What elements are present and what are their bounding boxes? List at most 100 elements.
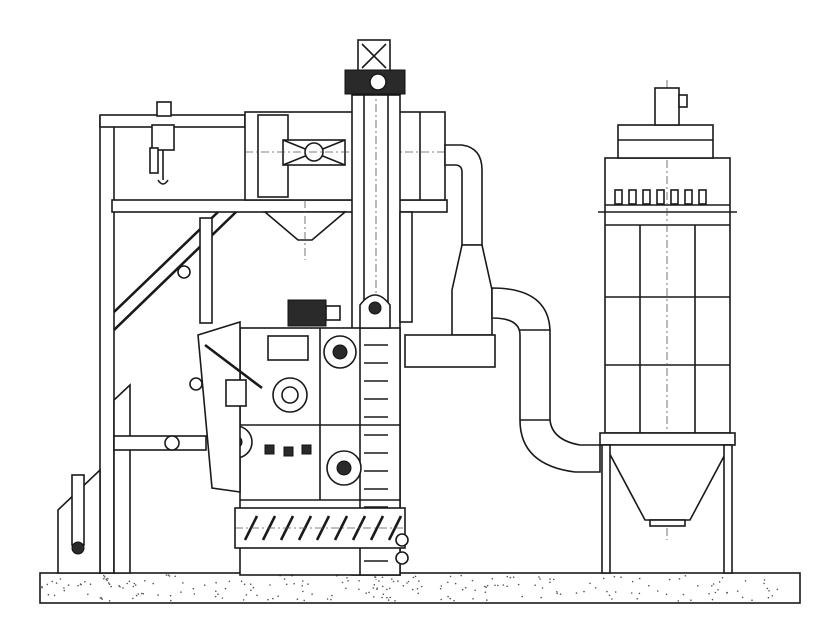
slab-texture-dot	[55, 582, 58, 584]
slab-texture-dot	[242, 599, 245, 601]
slab-texture-dot	[103, 574, 105, 577]
slab-texture-dot	[381, 576, 384, 579]
slab-texture-dot	[711, 585, 713, 587]
slab-texture-dot	[302, 590, 304, 593]
slab-texture-dot	[243, 583, 246, 586]
slab-texture-dot	[412, 588, 414, 591]
slab-texture-dot	[414, 575, 417, 578]
slab-texture-dot	[228, 580, 231, 583]
slab-texture-dot	[502, 584, 505, 586]
slab-texture-dot	[461, 588, 464, 591]
separator-hopper	[262, 200, 348, 260]
slab-texture-dot	[99, 597, 102, 599]
slab-texture-dot	[630, 592, 633, 594]
slab-texture-dot	[326, 598, 329, 600]
slab-texture-dot	[447, 581, 449, 584]
slab-texture-dot	[119, 586, 121, 588]
slab-texture-dot	[741, 596, 744, 599]
slab-texture-dot	[203, 584, 206, 586]
slab-texture-dot	[636, 598, 638, 600]
slab-texture-dot	[768, 590, 770, 592]
slab-texture-dot	[556, 591, 558, 593]
slab-texture-dot	[105, 578, 108, 580]
slab-texture-dot	[215, 581, 217, 584]
slab-texture-dot	[101, 598, 103, 600]
slab-texture-dot	[464, 586, 467, 589]
pulse-valve	[614, 189, 623, 205]
slab-texture-dot	[345, 587, 347, 590]
slab-texture-dot	[471, 579, 474, 582]
slab-texture-dot	[771, 595, 774, 597]
pulse-valve	[698, 189, 707, 205]
slab-texture-dot	[602, 577, 605, 580]
slab-texture-dot	[84, 580, 86, 583]
slab-texture-dot	[128, 580, 131, 583]
exhaust-fan	[654, 87, 688, 126]
slab-texture-dot	[677, 600, 680, 602]
slab-texture-dot	[152, 582, 154, 585]
slab-texture-dot	[594, 587, 597, 589]
slab-texture-dot	[165, 574, 168, 576]
cabinet-door	[189, 320, 263, 493]
slab-texture-dot	[460, 574, 463, 577]
slab-texture-dot	[763, 579, 766, 581]
slab-texture-dot	[283, 578, 286, 580]
slab-texture-dot	[365, 592, 368, 594]
slab-texture-dot	[122, 587, 124, 589]
slab-texture-dot	[648, 584, 650, 587]
slab-texture-dot	[330, 598, 332, 601]
slab-texture-dot	[402, 585, 405, 587]
slab-texture-dot	[540, 596, 542, 599]
pulse-valve	[656, 189, 665, 205]
slab-texture-dot	[453, 599, 455, 602]
slab-texture-dot	[133, 582, 136, 585]
slab-texture-dot	[374, 576, 377, 578]
slab-texture-dot	[256, 594, 258, 597]
slab-texture-dot	[538, 576, 540, 578]
slab-texture-dot	[277, 595, 280, 597]
slab-texture-dot	[376, 588, 378, 591]
slab-texture-dot	[744, 580, 747, 582]
slab-texture-dot	[394, 600, 396, 602]
slab-texture-dot	[135, 594, 138, 597]
slab-texture-dot	[668, 578, 671, 581]
slab-texture-dot	[583, 590, 585, 593]
slab-texture-dot	[358, 588, 360, 591]
slab-texture-dot	[41, 585, 43, 588]
blast-wheel-motor	[287, 299, 341, 327]
slab-texture-dot	[137, 593, 139, 595]
slab-texture-dot	[182, 582, 184, 584]
pulse-valve	[642, 189, 651, 205]
slab-texture-dot	[549, 581, 551, 584]
slab-texture-dot	[449, 597, 452, 600]
slab-texture-dot	[559, 593, 562, 595]
slab-texture-dot	[711, 598, 714, 601]
slab-texture-dot	[517, 583, 520, 586]
slab-texture-dot	[108, 583, 111, 585]
slab-texture-dot	[391, 578, 393, 580]
slab-texture-dot	[485, 586, 487, 588]
loading-post	[57, 383, 131, 574]
slab-texture-dot	[534, 584, 536, 586]
slab-texture-dot	[346, 577, 348, 579]
slab-texture-dot	[556, 592, 559, 595]
slab-texture-dot	[140, 592, 143, 595]
slab-texture-dot	[63, 587, 65, 589]
slab-texture-dot	[108, 600, 111, 602]
slab-texture-dot	[269, 584, 271, 586]
slab-texture-dot	[106, 579, 108, 582]
slab-texture-dot	[240, 580, 243, 582]
slab-texture-dot	[440, 598, 443, 601]
slab-texture-dot	[614, 591, 617, 593]
slab-texture-dot	[215, 590, 217, 593]
slab-texture-dot	[224, 587, 227, 590]
slab-texture-dot	[682, 593, 685, 596]
slab-texture-dot	[521, 595, 523, 598]
slab-texture-dot	[497, 584, 499, 587]
settling-chamber	[404, 244, 496, 368]
slab-texture-dot	[541, 587, 544, 589]
slab-texture-dot	[180, 591, 182, 593]
slab-texture-dot	[690, 599, 692, 601]
slab-texture-dot	[378, 580, 380, 582]
